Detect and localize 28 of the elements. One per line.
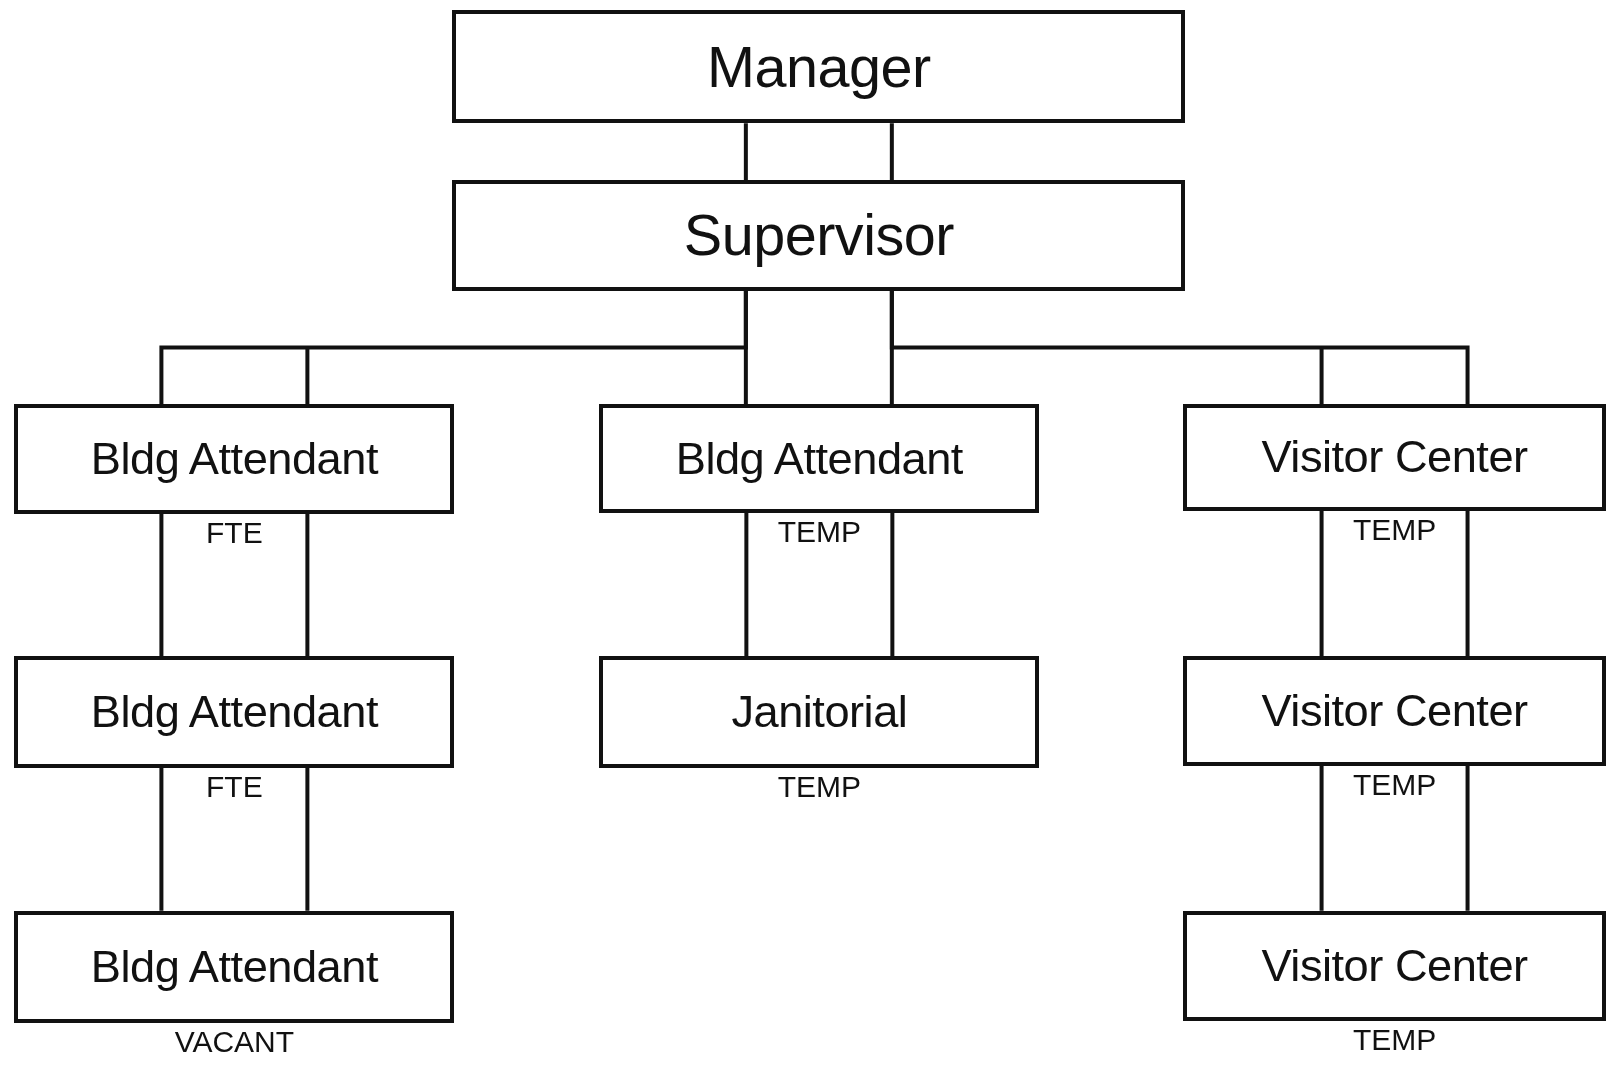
- role-title: Bldg Attendant: [90, 940, 378, 993]
- connector-line: [159, 512, 310, 658]
- employment-status: FTE: [206, 769, 263, 804]
- role-title: Visitor Center: [1261, 431, 1528, 484]
- connector-line: [889, 288, 1470, 407]
- employment-status: TEMP: [1352, 767, 1437, 802]
- role-title: Visitor Center: [1261, 939, 1528, 992]
- role-title: Manager: [707, 33, 931, 100]
- connector-line: [1319, 508, 1470, 658]
- connector-line: [743, 121, 894, 182]
- role-title: Bldg Attendant: [90, 685, 378, 738]
- employment-status: TEMP: [1352, 1022, 1437, 1057]
- employment-status: FTE: [206, 516, 263, 550]
- connector-line: [159, 765, 310, 913]
- role-title: Visitor Center: [1261, 684, 1528, 737]
- role-title: Supervisor: [683, 202, 954, 269]
- connector-line: [1319, 763, 1470, 913]
- employment-status: TEMP: [777, 515, 862, 549]
- connector-line: [744, 511, 895, 658]
- role-box: [452, 10, 1186, 124]
- role-box: [452, 179, 1186, 291]
- connector-line: [743, 288, 894, 407]
- role-title: Janitorial: [731, 685, 908, 738]
- role-title: Bldg Attendant: [90, 433, 378, 485]
- employment-status: TEMP: [1352, 512, 1437, 547]
- employment-status: TEMP: [777, 769, 862, 804]
- role-title: Bldg Attendant: [675, 432, 963, 485]
- employment-status: VACANT: [174, 1024, 295, 1059]
